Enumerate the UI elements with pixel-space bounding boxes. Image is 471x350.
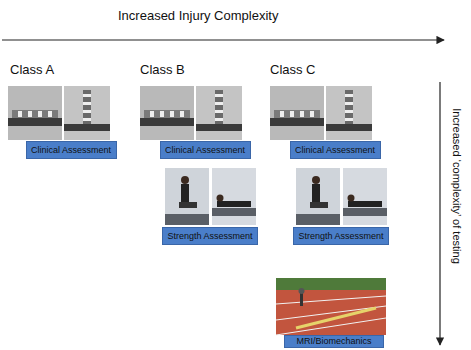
clinical-photos bbox=[270, 86, 372, 140]
complexity-arrow bbox=[2, 39, 444, 40]
box-label: MRI/Biomechanics bbox=[296, 337, 371, 346]
box-label: Clinical Assessment bbox=[31, 146, 111, 155]
axis-title: Increased Injury Complexity bbox=[118, 9, 278, 23]
clinical-photos bbox=[140, 86, 242, 140]
assessment-box: MRI/Biomechanics bbox=[284, 335, 384, 348]
assessment-box: Clinical Assessment bbox=[26, 141, 117, 159]
testing-arrow bbox=[439, 82, 440, 345]
assessment-box: Strength Assessment bbox=[162, 227, 258, 245]
strength-photos bbox=[165, 168, 256, 225]
axis-title: Increased ‘complexity’ of testing bbox=[451, 108, 463, 264]
track-photo bbox=[276, 278, 386, 335]
assessment-box: Strength Assessment bbox=[293, 227, 389, 245]
box-label: Strength Assessment bbox=[167, 232, 252, 241]
clinical-photos bbox=[8, 86, 110, 140]
class-label: Class A bbox=[10, 63, 54, 77]
strength-photos bbox=[296, 168, 387, 225]
box-label: Clinical Assessment bbox=[165, 146, 245, 155]
box-label: Clinical Assessment bbox=[295, 146, 375, 155]
class-label: Class C bbox=[270, 63, 316, 77]
assessment-box: Clinical Assessment bbox=[160, 141, 251, 159]
assessment-box: Clinical Assessment bbox=[290, 141, 381, 159]
box-label: Strength Assessment bbox=[298, 232, 383, 241]
class-label: Class B bbox=[140, 63, 185, 77]
